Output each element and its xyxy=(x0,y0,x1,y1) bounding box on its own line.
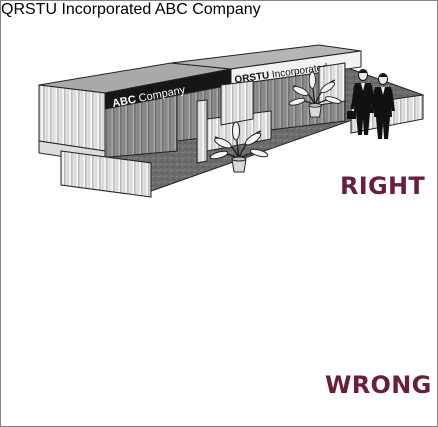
caption-wrong: WRONG xyxy=(325,371,432,399)
caption-right: RIGHT xyxy=(340,172,425,200)
